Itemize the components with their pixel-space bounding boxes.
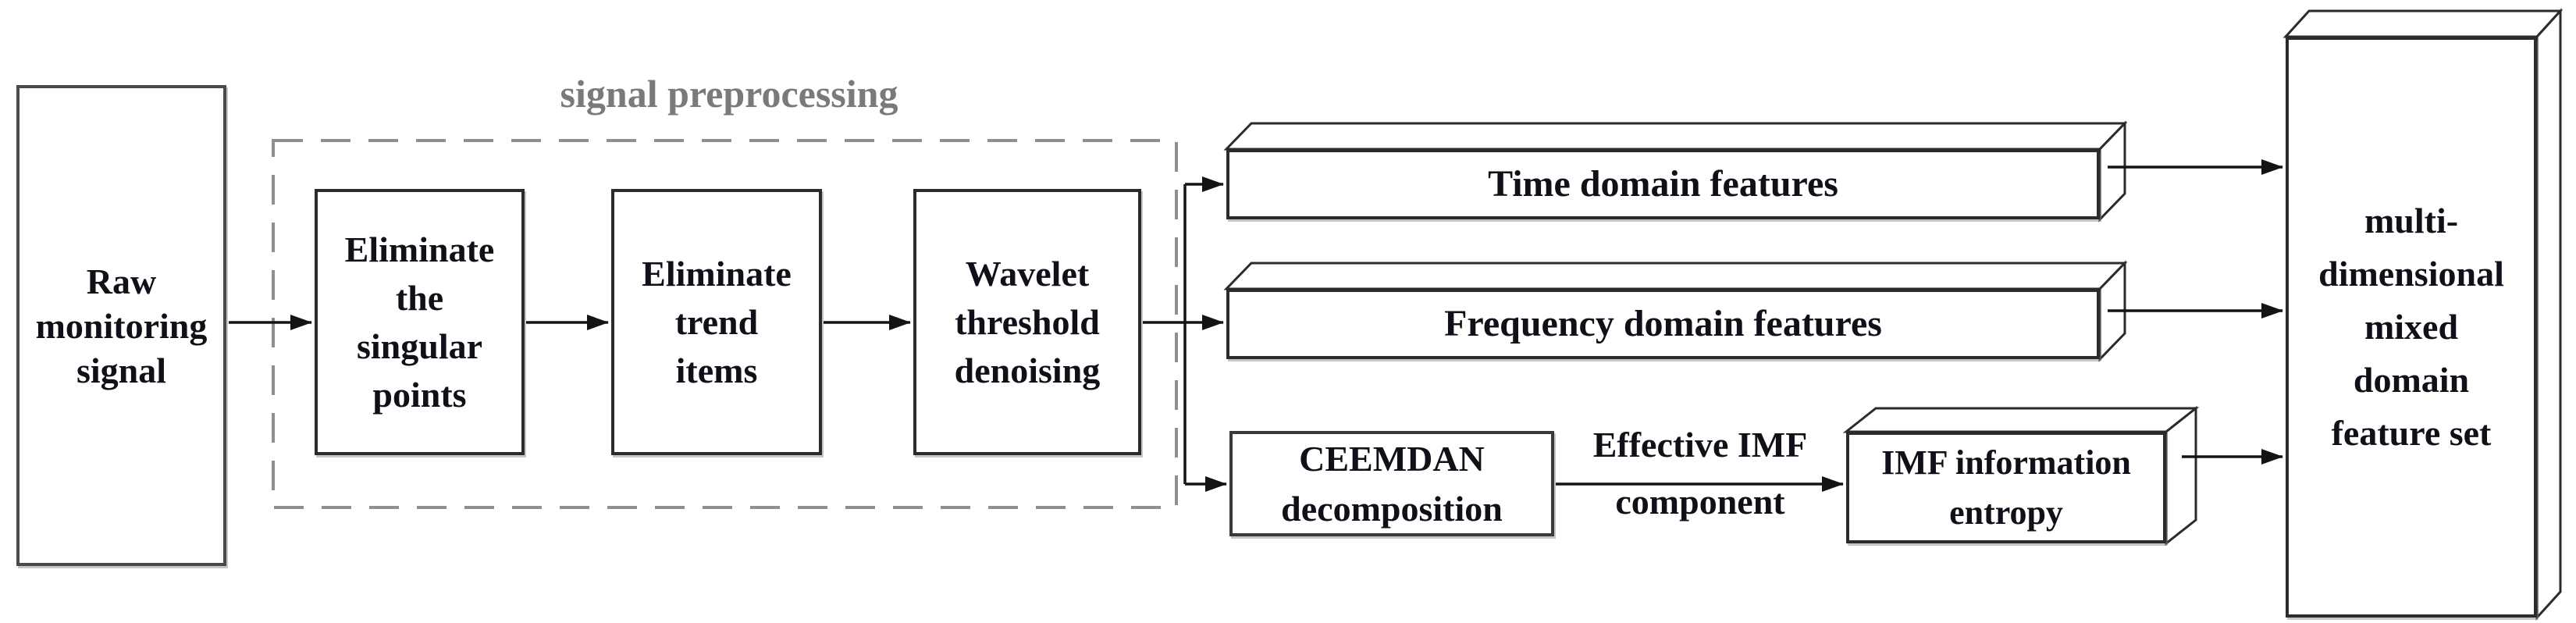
time-bar-right-face <box>2098 120 2126 222</box>
preprocessing-group-label: signal preprocessing <box>560 72 898 116</box>
preprocessing-group-outline <box>272 139 1178 509</box>
feature-set-right-face <box>2535 8 2562 621</box>
node-label-wavelet-threshold-denoising: Wavelet threshold denoising <box>954 253 1101 390</box>
node-label-eliminate-trend-items: Eliminate trend items <box>642 253 792 390</box>
frequency-bar-top-face <box>1223 262 2128 290</box>
node-label-ceemdan-decomposition: CEEMDAN decomposition <box>1281 438 1503 529</box>
node-label-frequency-domain-features: Frequency domain features <box>1444 303 1882 344</box>
node-label-multidimensional-feature-set: multi- dimensional mixed domain feature … <box>2318 201 2504 453</box>
node-label-imf-information-entropy: IMF information entropy <box>1881 443 2131 532</box>
feature-set-top-face <box>2282 9 2564 38</box>
node-label-time-domain-features: Time domain features <box>1488 163 1838 205</box>
node-label-eliminate-singular-points: Eliminate the singular points <box>344 229 495 415</box>
node-raw-monitoring-signal: Raw monitoring signal <box>16 85 226 566</box>
node-imf-information-entropy: IMF information entropy <box>1846 432 2166 543</box>
node-frequency-domain-features: Frequency domain features <box>1226 289 2100 359</box>
node-wavelet-threshold-denoising: Wavelet threshold denoising <box>913 189 1141 455</box>
imf-entropy-top-face <box>1842 407 2200 433</box>
node-label-raw-monitoring-signal: Raw monitoring signal <box>35 261 208 390</box>
node-multidimensional-feature-set: multi- dimensional mixed domain feature … <box>2286 37 2537 618</box>
node-time-domain-features: Time domain features <box>1226 149 2100 219</box>
edge-label-effective-imf-component: Effective IMF component <box>1592 425 1808 522</box>
node-eliminate-trend-items: Eliminate trend items <box>611 189 822 455</box>
time-bar-top-face <box>1223 122 2128 151</box>
imf-entropy-right-face <box>2165 405 2197 546</box>
node-ceemdan-decomposition: CEEMDAN decomposition <box>1229 431 1554 536</box>
node-eliminate-singular-points: Eliminate the singular points <box>315 189 525 455</box>
